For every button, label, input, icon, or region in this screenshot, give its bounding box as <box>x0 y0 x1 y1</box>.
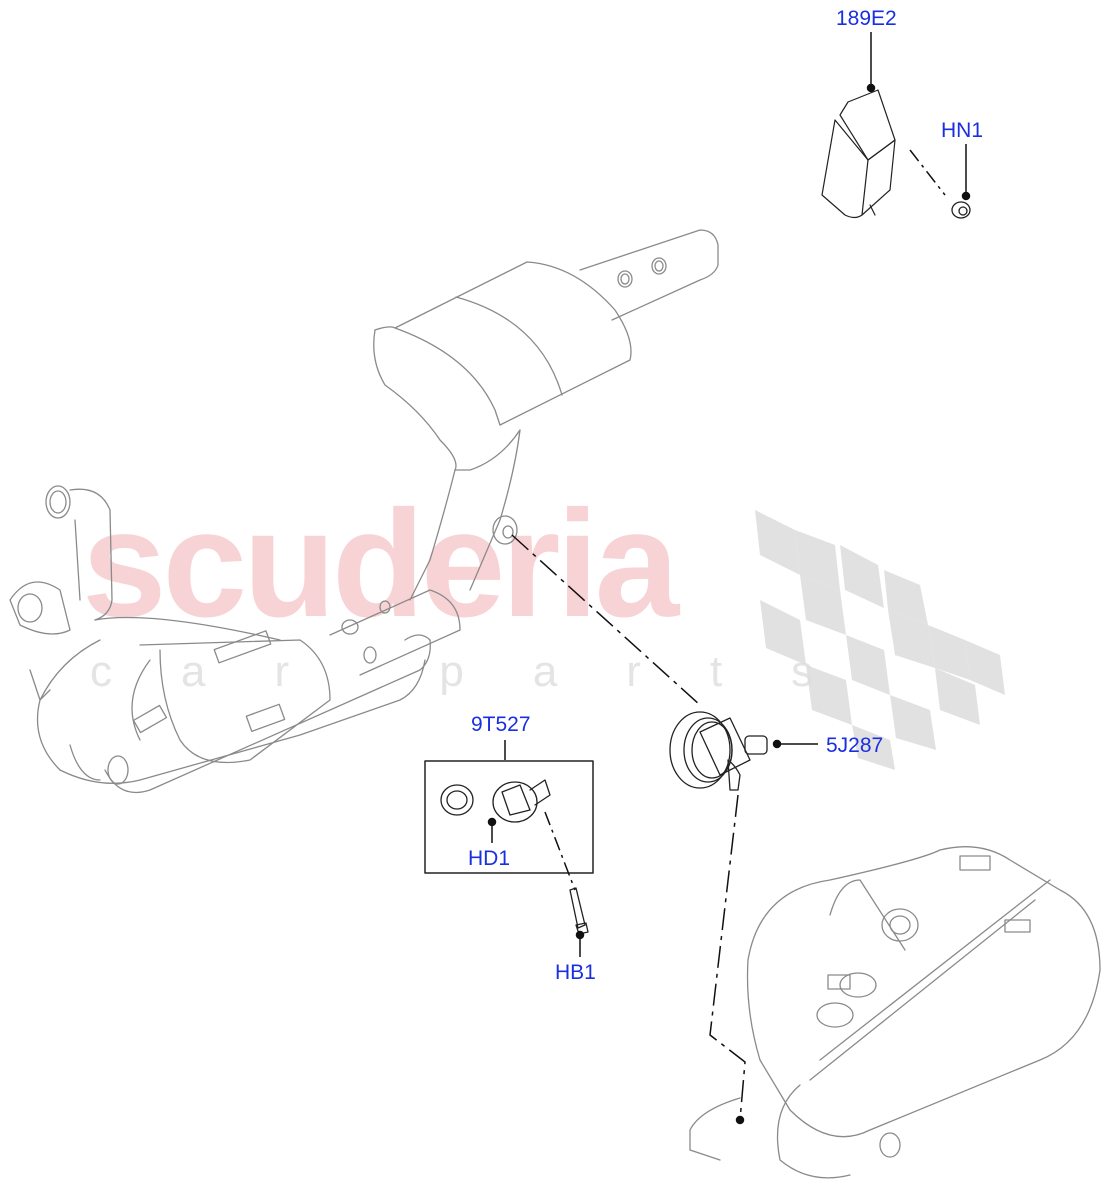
watermark-tagline: car parts <box>90 647 883 696</box>
kit-box-9T527 <box>424 760 594 874</box>
rear-muffler <box>373 229 719 471</box>
fuel-tank <box>689 846 1101 1179</box>
seal-ring <box>440 784 474 816</box>
callout-189E2[interactable]: 189E2 <box>836 7 897 30</box>
callout-5J287[interactable]: 5J287 <box>826 734 884 757</box>
checkered-flag-watermark <box>755 510 1005 770</box>
callout-HD1[interactable]: HD1 <box>468 847 511 870</box>
callout-HN1[interactable]: HN1 <box>941 119 984 142</box>
clamp-HD1 <box>492 779 551 823</box>
callout-HB1[interactable]: HB1 <box>555 961 596 984</box>
callout-9T527[interactable]: 9T527 <box>471 713 531 736</box>
nut-HN1 <box>951 201 971 219</box>
pump-5J287 <box>669 711 768 791</box>
bolt-HB1 <box>569 887 589 935</box>
watermark-brand: scuderia <box>82 479 679 649</box>
module-bracket-189E2 <box>821 89 896 219</box>
front-exhaust-catalyst <box>9 485 461 794</box>
intermediate-pipe <box>409 429 521 601</box>
